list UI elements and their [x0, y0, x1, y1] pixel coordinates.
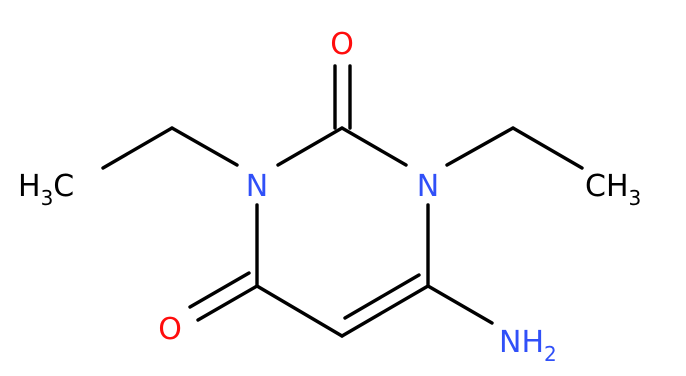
methyl-left-c: C — [53, 169, 74, 204]
bond-ch2-ch3-left — [101, 126, 174, 170]
bond-c4-o-double-a — [196, 284, 259, 322]
bond-c6-c5-a — [340, 284, 430, 338]
bond-c4-o-double-b — [188, 271, 251, 309]
bond-c2-n1 — [340, 126, 408, 167]
oxygen-top-label: O — [330, 27, 354, 62]
methyl-right-ch: CH — [585, 169, 629, 204]
amino-group-label: NH2 — [499, 325, 557, 366]
bond-c6-c5-b — [343, 273, 421, 320]
methyl-left-label: H3C — [18, 169, 74, 210]
bonds — [101, 64, 584, 338]
bond-c6-nh2 — [426, 284, 494, 325]
methyl-right-subscript: 3 — [629, 186, 642, 210]
methyl-left-h: H — [18, 169, 41, 204]
nitrogen-n1-label: N — [417, 169, 439, 204]
bond-n1-ch2 — [445, 126, 515, 167]
nitrogen-n3-label: N — [246, 169, 268, 204]
oxygen-bottom-label: O — [158, 312, 182, 347]
atom-labels: O O N N H3C CH3 NH2 — [18, 27, 641, 366]
bond-ch2-ch3-right — [511, 126, 584, 170]
bond-n3-ch2 — [170, 126, 239, 167]
amino-nh: NH — [499, 325, 544, 360]
bond-c2-n3 — [276, 126, 344, 167]
methyl-left-subscript: 3 — [41, 186, 54, 210]
methyl-right-label: CH3 — [585, 169, 641, 210]
amino-subscript: 2 — [544, 342, 557, 366]
bond-c5-c4 — [255, 284, 344, 338]
